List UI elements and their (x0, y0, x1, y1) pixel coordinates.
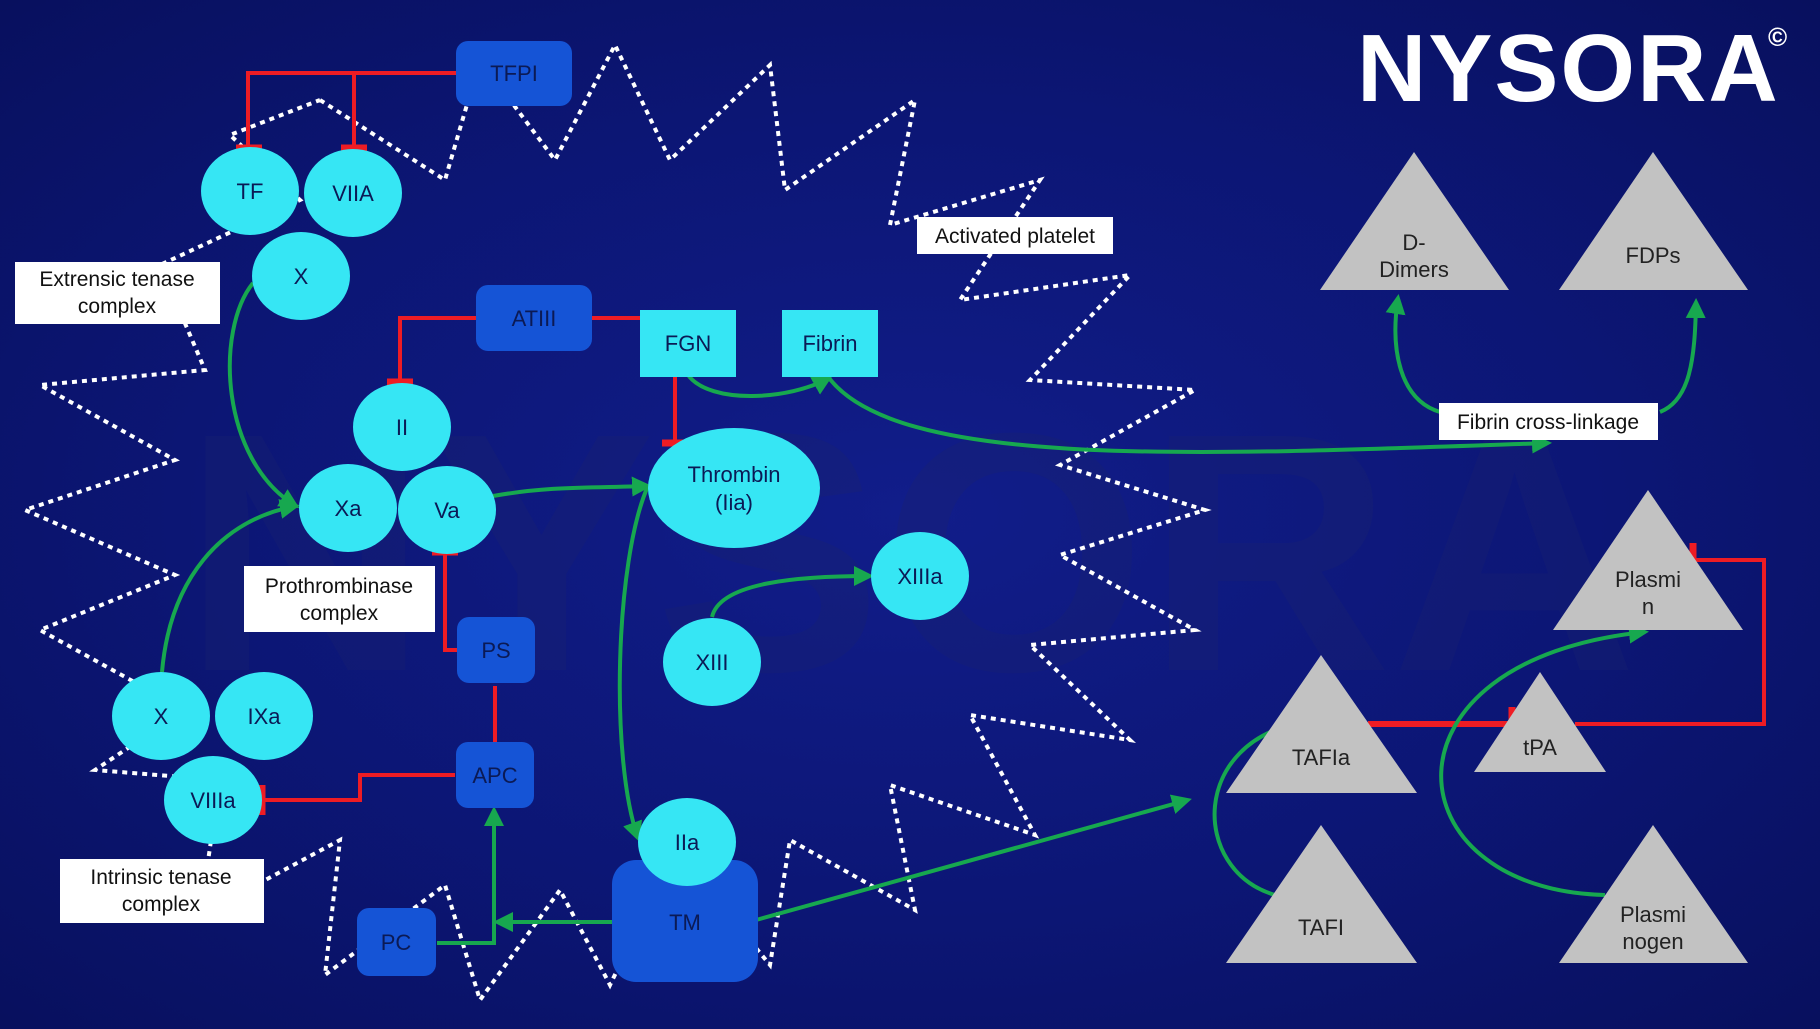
fdps-label: FDPs (1626, 243, 1681, 268)
thrombin-label-line2: (Iia) (715, 490, 753, 515)
viiia-label: VIIIa (190, 788, 236, 813)
label-boxes (15, 217, 1658, 923)
extrinsic-label-line1: Extrensic tenase (39, 268, 194, 291)
atiii-label: ATIII (512, 306, 557, 331)
plasmin-label-line2: n (1642, 594, 1654, 619)
apc-label: APC (472, 763, 517, 788)
tfpi-label: TFPI (490, 61, 538, 86)
fibrin-label: Fibrin (802, 331, 857, 356)
xa-label: Xa (335, 496, 363, 521)
fibrin-crosslink-label-box (1439, 403, 1658, 440)
va-node (398, 466, 496, 554)
intrinsic-label-line1: Intrinsic tenase (90, 866, 231, 889)
plasminogen-label-line1: Plasmi (1620, 902, 1686, 927)
tafia-triangle (1226, 655, 1417, 793)
fgn-label: FGN (665, 331, 711, 356)
iia-node (638, 798, 736, 886)
tafi-triangle (1226, 825, 1417, 963)
atiii-box (476, 285, 592, 351)
activated-platelet-label: Activated platelet (935, 225, 1095, 248)
ps-box (457, 617, 535, 683)
ixa-node (215, 672, 313, 760)
xiiia-node (871, 532, 969, 620)
tafia-label: TAFIa (1292, 745, 1351, 770)
tf-label: TF (237, 179, 264, 204)
activated-platelet-label-box (917, 217, 1113, 254)
viiia-node (164, 756, 262, 844)
prothrombinase-label-line2: complex (300, 602, 379, 625)
fdps-triangle (1559, 152, 1748, 290)
extrinsic-label-box (15, 262, 220, 324)
tm-box (612, 860, 758, 982)
pc-box (357, 908, 436, 976)
ddimers-triangle (1320, 152, 1509, 290)
x-top-label: X (294, 264, 309, 289)
viia-label: VIIA (332, 181, 374, 206)
protein-boxes (357, 41, 758, 982)
thrombin-node (648, 428, 820, 548)
fibrinolysis-triangles (1226, 152, 1748, 963)
activated-platelet-outline (19, 40, 1212, 1005)
x-bottom-label: X (154, 704, 169, 729)
nysora-logo: NYSORA (1357, 15, 1780, 122)
x-bottom-node (112, 672, 210, 760)
ddimers-label-line2: Dimers (1379, 257, 1449, 282)
xa-node (299, 464, 397, 552)
tpa-label: tPA (1523, 735, 1557, 760)
factor-nodes (112, 147, 969, 844)
xiii-label: XIII (695, 650, 728, 675)
tf-node (201, 147, 299, 235)
va-label: Va (434, 498, 460, 523)
fibrin-crosslink-label: Fibrin cross-linkage (1457, 411, 1639, 434)
tafi-label: TAFI (1298, 915, 1344, 940)
plasmin-label-line1: Plasmi (1615, 567, 1681, 592)
prothrombinase-label-box (244, 566, 435, 632)
ps-label: PS (481, 638, 510, 663)
thrombin-label-line1: Thrombin (688, 462, 781, 487)
ii-label: II (396, 415, 408, 440)
ddimers-label-line1: D- (1402, 230, 1425, 255)
prothrombinase-label-line1: Prothrombinase (265, 575, 413, 598)
xiii-node (663, 618, 761, 706)
tpa-triangle (1474, 672, 1606, 772)
plasminogen-triangle (1559, 825, 1748, 963)
copyright-mark: © (1768, 22, 1787, 52)
apc-box (456, 742, 534, 808)
intrinsic-label-box (60, 859, 264, 923)
plasminogen-label-line2: nogen (1622, 929, 1683, 954)
pc-label: PC (381, 930, 412, 955)
ii-node (353, 383, 451, 471)
x-top-node (252, 232, 350, 320)
fgn-box (640, 310, 736, 377)
fibrin-box (782, 310, 878, 377)
tm-label: TM (669, 910, 701, 935)
plasmin-triangle (1553, 490, 1743, 630)
ixa-label: IXa (247, 704, 281, 729)
tfpi-box (456, 41, 572, 106)
iia-label: IIa (675, 830, 700, 855)
xiiia-label: XIIIa (897, 564, 943, 589)
extrinsic-label-line2: complex (78, 295, 157, 318)
intrinsic-label-line2: complex (122, 893, 201, 916)
activation-arrows (160, 281, 1706, 945)
viia-node (304, 149, 402, 237)
